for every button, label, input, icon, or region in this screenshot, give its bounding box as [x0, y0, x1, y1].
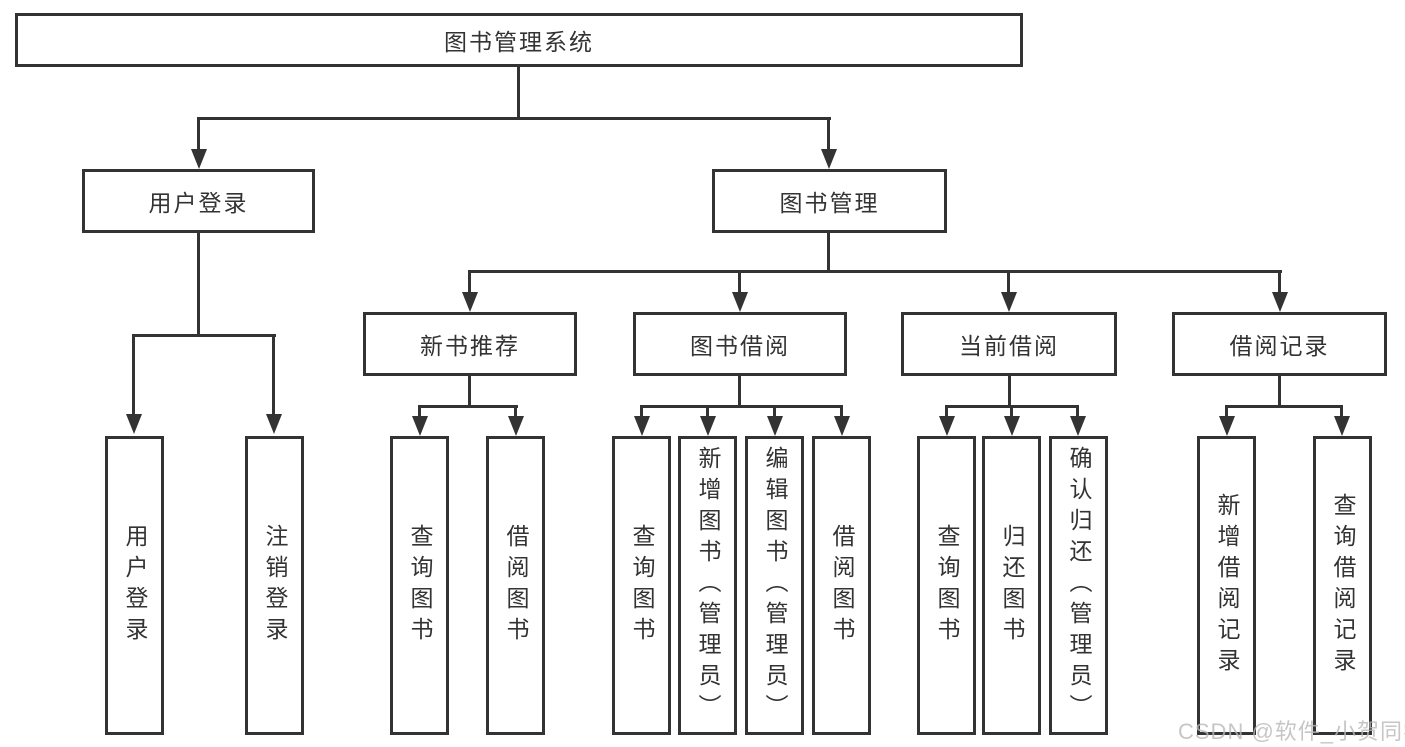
connector-records-branch [1225, 405, 1342, 408]
connector-user-login-stem [197, 233, 200, 337]
leaf-rec-borrow-books: 借阅图书 [486, 436, 545, 735]
connector-borrow-leaf3-shaft [773, 405, 776, 418]
node-book-borrow-label: 图书借阅 [690, 333, 790, 359]
connector-borrow-leaf2-shaft [706, 405, 709, 418]
connector-borrow-branch [640, 405, 842, 408]
arrow-to-book-management [821, 149, 837, 169]
arrow-current-leaf1 [939, 416, 955, 436]
arrow-leaf-logout [266, 414, 282, 434]
connector-records-leaf1-shaft [1225, 405, 1228, 418]
connector-user-login-branch [132, 334, 276, 337]
leaf-borrow-borrow-books: 借阅图书 [812, 436, 871, 735]
leaf-records-add-record: 新增借阅记录 [1197, 436, 1256, 735]
leaf-current-query-books-label: 查询图书 [934, 523, 960, 648]
connector-leaf-logout-shaft [272, 334, 275, 414]
node-current-borrow: 当前借阅 [901, 312, 1117, 376]
connector-root-branch [197, 117, 831, 120]
connector-current-leaf3-shaft [1076, 405, 1079, 418]
connector-recommend-branch [418, 405, 518, 408]
connector-book-management-branch [468, 270, 1282, 273]
node-root-label: 图书管理系统 [444, 29, 594, 55]
leaf-rec-borrow-books-label: 借阅图书 [503, 523, 529, 648]
leaf-current-confirm-return-admin-label: 确认归还（管理员） [1066, 446, 1092, 725]
arrow-current-leaf2 [1004, 416, 1020, 436]
connector-to-recommend-shaft [468, 270, 471, 294]
connector-to-user-login-shaft [197, 117, 200, 151]
node-book-management: 图书管理 [712, 169, 947, 233]
node-user-login: 用户登录 [82, 169, 315, 233]
leaf-borrow-add-books-admin-label: 新增图书（管理员） [695, 446, 721, 725]
node-book-borrow: 图书借阅 [633, 312, 847, 376]
leaf-current-confirm-return-admin: 确认归还（管理员） [1049, 436, 1108, 735]
connector-borrow-stem [738, 376, 741, 408]
arrow-borrow-leaf2 [700, 416, 716, 436]
leaf-borrow-query-books: 查询图书 [612, 436, 671, 735]
node-new-book-recommend: 新书推荐 [363, 312, 577, 376]
connector-rec-leaf1-shaft [418, 405, 421, 418]
connector-to-current-shaft [1007, 270, 1010, 294]
leaf-logout-label: 注销登录 [262, 523, 288, 648]
leaf-user-login: 用户登录 [105, 436, 164, 735]
connector-rec-leaf2-shaft [514, 405, 517, 418]
leaf-borrow-edit-books-admin-label: 编辑图书（管理员） [762, 446, 788, 725]
leaf-current-return-books-label: 归还图书 [999, 523, 1025, 648]
arrow-leaf-login [126, 414, 142, 434]
leaf-records-add-record-label: 新增借阅记录 [1214, 492, 1240, 679]
connector-book-management-stem [827, 233, 830, 273]
node-book-management-label: 图书管理 [779, 190, 880, 216]
leaf-records-query-record: 查询借阅记录 [1313, 436, 1372, 735]
connector-borrow-leaf4-shaft [840, 405, 843, 418]
arrow-to-records [1272, 292, 1288, 312]
leaf-user-login-label: 用户登录 [122, 523, 148, 648]
connector-to-book-management-shaft [827, 117, 830, 151]
leaf-rec-query-books-label: 查询图书 [407, 523, 433, 648]
connector-root-stem [517, 67, 520, 120]
arrow-to-user-login [191, 149, 207, 169]
leaf-logout: 注销登录 [245, 436, 304, 735]
arrow-to-current [1001, 292, 1017, 312]
connector-recommend-stem [468, 376, 471, 408]
csdn-watermark: CSDN @软件_小贺同学 [1178, 719, 1405, 744]
arrow-records-leaf1 [1219, 416, 1235, 436]
connector-current-leaf2-shaft [1010, 405, 1013, 418]
node-borrow-records-label: 借阅记录 [1229, 333, 1330, 359]
connector-records-leaf2-shaft [1340, 405, 1343, 418]
connector-leaf-login-shaft [132, 334, 135, 414]
arrow-records-leaf2 [1334, 416, 1350, 436]
connector-records-stem [1278, 376, 1281, 408]
node-user-login-label: 用户登录 [148, 190, 249, 216]
leaf-records-query-record-label: 查询借阅记录 [1330, 492, 1356, 679]
leaf-borrow-query-books-label: 查询图书 [629, 523, 655, 648]
leaf-current-query-books: 查询图书 [917, 436, 976, 735]
leaf-borrow-edit-books-admin: 编辑图书（管理员） [745, 436, 804, 735]
arrow-current-leaf3 [1070, 416, 1086, 436]
connector-current-stem [1008, 376, 1011, 408]
arrow-to-recommend [462, 292, 478, 312]
arrow-borrow-leaf1 [634, 416, 650, 436]
node-new-book-recommend-label: 新书推荐 [420, 333, 520, 359]
node-borrow-records: 借阅记录 [1172, 312, 1387, 376]
connector-borrow-leaf1-shaft [640, 405, 643, 418]
leaf-borrow-add-books-admin: 新增图书（管理员） [678, 436, 737, 735]
arrow-borrow-leaf4 [834, 416, 850, 436]
connector-current-leaf1-shaft [945, 405, 948, 418]
arrow-borrow-leaf3 [767, 416, 783, 436]
leaf-borrow-borrow-books-label: 借阅图书 [829, 523, 855, 648]
connector-to-borrow-shaft [738, 270, 741, 294]
node-current-borrow-label: 当前借阅 [959, 333, 1059, 359]
connector-to-records-shaft [1278, 270, 1281, 294]
arrow-to-borrow [732, 292, 748, 312]
node-root-library-system: 图书管理系统 [15, 13, 1023, 67]
arrow-rec-leaf2 [508, 416, 524, 436]
leaf-rec-query-books: 查询图书 [390, 436, 449, 735]
leaf-current-return-books: 归还图书 [982, 436, 1041, 735]
arrow-rec-leaf1 [412, 416, 428, 436]
